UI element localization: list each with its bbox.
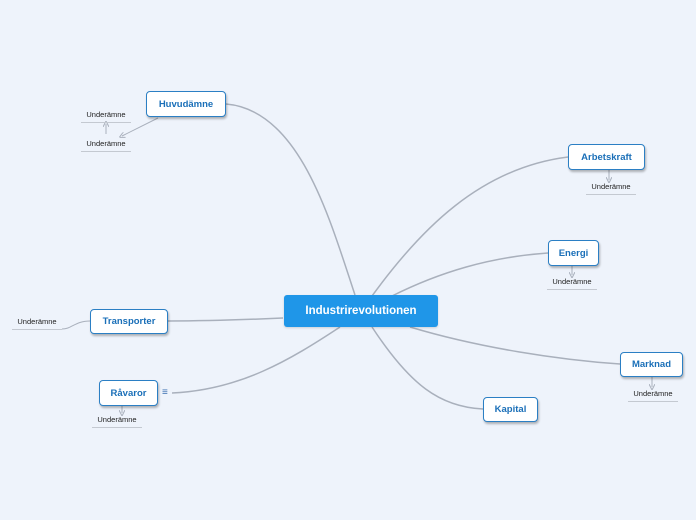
branch-energi xyxy=(391,252,549,297)
branch-kapital xyxy=(371,326,484,410)
branch-ravaror xyxy=(171,326,341,394)
subtopic-arbetskraft[interactable]: Underämne xyxy=(586,182,636,195)
topic-arbetskraft[interactable]: Arbetskraft xyxy=(568,144,645,170)
topic-ravaror[interactable]: Råvaror xyxy=(99,380,158,406)
subtopic-energi[interactable]: Underämne xyxy=(547,277,597,290)
sub-link-transporter xyxy=(61,320,91,330)
subtopic-transporter[interactable]: Underämne xyxy=(12,317,62,330)
branch-arbetskraft xyxy=(371,156,569,297)
topic-transporter[interactable]: Transporter xyxy=(90,309,168,334)
topic-huvudamne[interactable]: Huvudämne xyxy=(146,91,226,117)
central-topic[interactable]: Industrirevolutionen xyxy=(284,295,438,327)
subtopic-huvudamne-2[interactable]: Underämne xyxy=(81,139,131,152)
subtopic-ravaror[interactable]: Underämne xyxy=(92,415,142,428)
topic-energi[interactable]: Energi xyxy=(548,240,599,266)
branch-marknad xyxy=(409,326,621,365)
topic-marknad[interactable]: Marknad xyxy=(620,352,683,377)
subtopic-huvudamne-1[interactable]: Underämne xyxy=(81,110,131,123)
topic-kapital[interactable]: Kapital xyxy=(483,397,538,422)
notes-icon[interactable]: ≡ xyxy=(162,387,168,398)
subtopic-marknad[interactable]: Underämne xyxy=(628,389,678,402)
sub-link-huvudamne-2 xyxy=(122,117,159,136)
branch-huvudamne xyxy=(225,103,356,296)
branch-transporter xyxy=(167,317,284,322)
